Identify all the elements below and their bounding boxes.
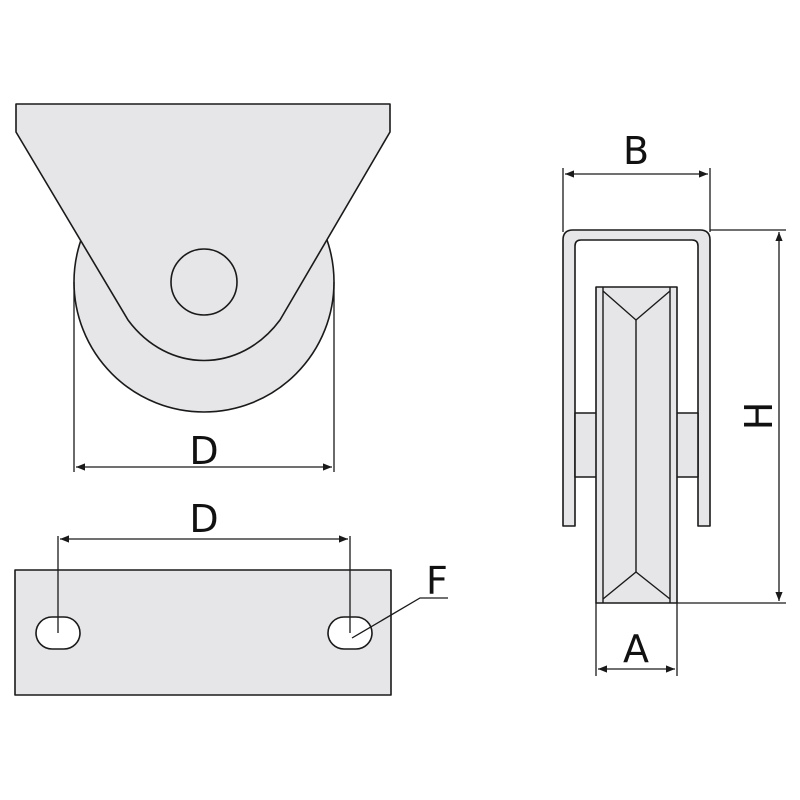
side-bracket <box>562 229 711 527</box>
mounting-bracket <box>15 103 391 362</box>
side-view: B H A <box>562 129 786 676</box>
wheel-width-label: A <box>623 627 649 671</box>
base-plate-view: D F <box>14 497 448 696</box>
slot-leader-line <box>351 597 448 639</box>
groove-bottom <box>602 571 671 600</box>
bracket-width-label: B <box>623 129 649 173</box>
slot-label: F <box>426 559 448 603</box>
height-label: H <box>737 402 781 431</box>
front-view: D <box>15 103 391 473</box>
axle-hub <box>170 248 238 316</box>
spacing-label: D <box>189 497 218 541</box>
diameter-label: D <box>189 429 218 473</box>
